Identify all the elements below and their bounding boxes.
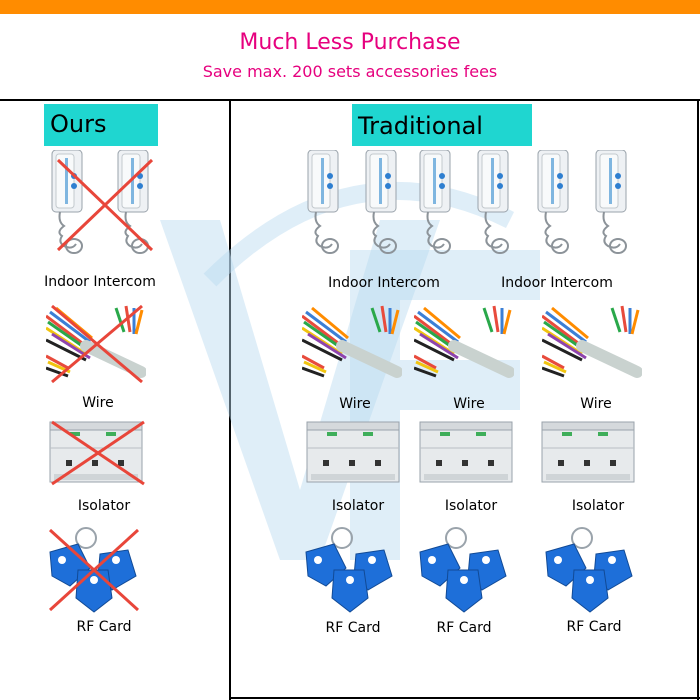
traditional-intercom-label: Indoor Intercom	[501, 275, 613, 291]
ours-isolator-label: Isolator	[77, 498, 131, 514]
traditional-wire-image	[414, 302, 514, 382]
traditional-intercom-label: Indoor Intercom	[328, 275, 440, 291]
ours-wire-image	[46, 302, 146, 384]
traditional-rfcard-image	[419, 527, 507, 613]
top-accent-bar	[0, 0, 700, 14]
traditional-wire-image	[302, 302, 402, 382]
ours-rfcard-label: RF Card	[76, 619, 132, 635]
ours-wire-label: Wire	[82, 395, 114, 411]
bottom-border	[230, 697, 700, 699]
traditional-isolator-image	[306, 421, 400, 483]
traditional-rfcard-image	[305, 527, 393, 613]
page-title: Much Less Purchase	[239, 30, 461, 55]
page-subtitle: Save max. 200 sets accessories fees	[202, 62, 498, 81]
ours-intercom-image	[51, 150, 154, 254]
traditional-rfcard-label: RF Card	[325, 620, 381, 636]
ours-intercom-label: Indoor Intercom	[44, 274, 156, 290]
traditional-rfcard-label: RF Card	[436, 620, 492, 636]
right-border	[697, 100, 699, 700]
vf-watermark-icon	[160, 181, 540, 560]
traditional-isolator-image	[541, 421, 635, 483]
traditional-isolator-label: Isolator	[571, 498, 625, 514]
header-divider	[0, 99, 700, 101]
tag-traditional: Traditional	[352, 104, 532, 146]
traditional-rfcard-label: RF Card	[566, 619, 622, 635]
ours-rfcard-image	[48, 527, 140, 613]
traditional-wire-image	[542, 302, 642, 382]
traditional-isolator-image	[419, 421, 513, 483]
tag-ours: Ours	[44, 104, 158, 146]
column-divider	[229, 100, 231, 700]
traditional-wire-label: Wire	[453, 396, 485, 412]
traditional-intercom-row-image	[307, 150, 627, 254]
traditional-isolator-label: Isolator	[444, 498, 498, 514]
ours-isolator-image	[49, 420, 145, 486]
traditional-wire-label: Wire	[580, 396, 612, 412]
traditional-rfcard-image	[545, 527, 633, 613]
traditional-isolator-label: Isolator	[331, 498, 385, 514]
traditional-wire-label: Wire	[339, 396, 371, 412]
